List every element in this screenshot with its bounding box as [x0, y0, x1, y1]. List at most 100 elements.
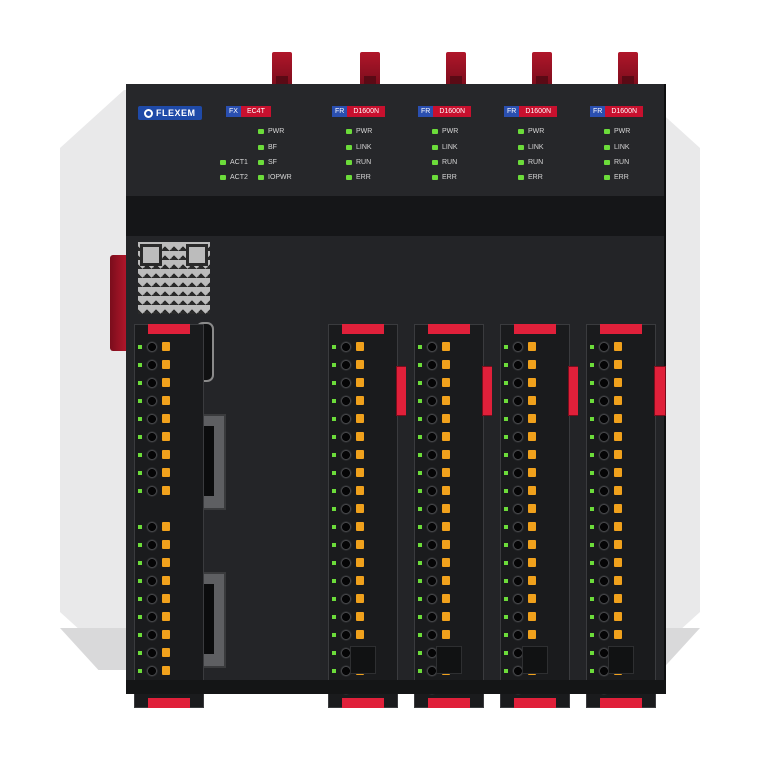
terminal-pin[interactable] [138, 628, 200, 641]
terminal-pin[interactable] [590, 592, 652, 605]
terminal-pin[interactable] [418, 538, 480, 551]
release-lever[interactable] [614, 486, 622, 495]
terminal-pin[interactable] [418, 610, 480, 623]
release-lever[interactable] [162, 396, 170, 405]
terminal-pin[interactable] [138, 592, 200, 605]
terminal-pin[interactable] [332, 466, 394, 479]
release-lever[interactable] [614, 576, 622, 585]
release-lever[interactable] [442, 522, 450, 531]
release-lever[interactable] [162, 612, 170, 621]
release-lever[interactable] [442, 450, 450, 459]
terminal-pin[interactable] [332, 520, 394, 533]
terminal-release-cap[interactable] [514, 698, 556, 708]
terminal-pin[interactable] [590, 430, 652, 443]
release-lever[interactable] [356, 396, 364, 405]
terminal-release-cap[interactable] [342, 698, 384, 708]
terminal-pin[interactable] [138, 484, 200, 497]
terminal-pin[interactable] [590, 394, 652, 407]
release-lever[interactable] [356, 432, 364, 441]
terminal-pin[interactable] [590, 502, 652, 515]
release-lever[interactable] [528, 468, 536, 477]
terminal-pin[interactable] [138, 646, 200, 659]
release-lever[interactable] [528, 432, 536, 441]
terminal-pin[interactable] [590, 610, 652, 623]
release-lever[interactable] [614, 450, 622, 459]
terminal-pin[interactable] [504, 628, 566, 641]
terminal-pin[interactable] [504, 520, 566, 533]
terminal-pin[interactable] [504, 412, 566, 425]
release-lever[interactable] [614, 540, 622, 549]
terminal-pin[interactable] [138, 538, 200, 551]
release-lever[interactable] [442, 432, 450, 441]
release-lever[interactable] [356, 576, 364, 585]
terminal-release-cap[interactable] [600, 324, 642, 334]
terminal-pin[interactable] [504, 556, 566, 569]
release-lever[interactable] [528, 360, 536, 369]
terminal-pin[interactable] [504, 394, 566, 407]
release-lever[interactable] [356, 486, 364, 495]
terminal-pin[interactable] [332, 394, 394, 407]
terminal-pin[interactable] [418, 484, 480, 497]
terminal-pin[interactable] [418, 502, 480, 515]
release-lever[interactable] [162, 432, 170, 441]
terminal-pin[interactable] [590, 412, 652, 425]
release-lever[interactable] [162, 630, 170, 639]
release-lever[interactable] [442, 468, 450, 477]
release-lever[interactable] [528, 450, 536, 459]
release-lever[interactable] [614, 594, 622, 603]
terminal-pin[interactable] [504, 610, 566, 623]
terminal-pin[interactable] [590, 466, 652, 479]
terminal-pin[interactable] [138, 664, 200, 677]
release-lever[interactable] [614, 378, 622, 387]
terminal-release-cap[interactable] [428, 698, 470, 708]
terminal-pin[interactable] [418, 628, 480, 641]
terminal-pin[interactable] [418, 448, 480, 461]
release-lever[interactable] [614, 630, 622, 639]
release-lever[interactable] [442, 360, 450, 369]
terminal-pin[interactable] [418, 466, 480, 479]
terminal-pin[interactable] [332, 376, 394, 389]
terminal-release-cap[interactable] [148, 698, 190, 708]
terminal-pin[interactable] [332, 574, 394, 587]
release-lever[interactable] [356, 594, 364, 603]
terminal-pin[interactable] [332, 430, 394, 443]
terminal-pin[interactable] [418, 412, 480, 425]
release-lever[interactable] [614, 414, 622, 423]
release-lever[interactable] [442, 486, 450, 495]
release-lever[interactable] [528, 630, 536, 639]
release-lever[interactable] [614, 522, 622, 531]
release-lever[interactable] [162, 522, 170, 531]
terminal-pin[interactable] [504, 430, 566, 443]
release-lever[interactable] [528, 576, 536, 585]
release-lever[interactable] [442, 396, 450, 405]
release-lever[interactable] [442, 558, 450, 567]
terminal-pin[interactable] [590, 538, 652, 551]
terminal-release-cap[interactable] [342, 324, 384, 334]
terminal-pin[interactable] [590, 520, 652, 533]
terminal-pin[interactable] [138, 466, 200, 479]
terminal-pin[interactable] [418, 394, 480, 407]
release-lever[interactable] [528, 342, 536, 351]
terminal-pin[interactable] [418, 340, 480, 353]
terminal-pin[interactable] [504, 340, 566, 353]
terminal-pin[interactable] [138, 574, 200, 587]
terminal-release-cap[interactable] [428, 324, 470, 334]
release-lever[interactable] [442, 504, 450, 513]
release-lever[interactable] [162, 558, 170, 567]
release-lever[interactable] [162, 450, 170, 459]
release-lever[interactable] [614, 396, 622, 405]
terminal-pin[interactable] [332, 412, 394, 425]
terminal-pin[interactable] [504, 448, 566, 461]
terminal-pin[interactable] [504, 574, 566, 587]
terminal-pin[interactable] [332, 556, 394, 569]
release-lever[interactable] [614, 360, 622, 369]
terminal-release-cap[interactable] [514, 324, 556, 334]
terminal-pin[interactable] [332, 502, 394, 515]
release-lever[interactable] [442, 612, 450, 621]
terminal-pin[interactable] [504, 466, 566, 479]
terminal-pin[interactable] [418, 430, 480, 443]
terminal-pin[interactable] [138, 610, 200, 623]
release-lever[interactable] [356, 378, 364, 387]
terminal-pin[interactable] [504, 502, 566, 515]
terminal-pin[interactable] [138, 556, 200, 569]
